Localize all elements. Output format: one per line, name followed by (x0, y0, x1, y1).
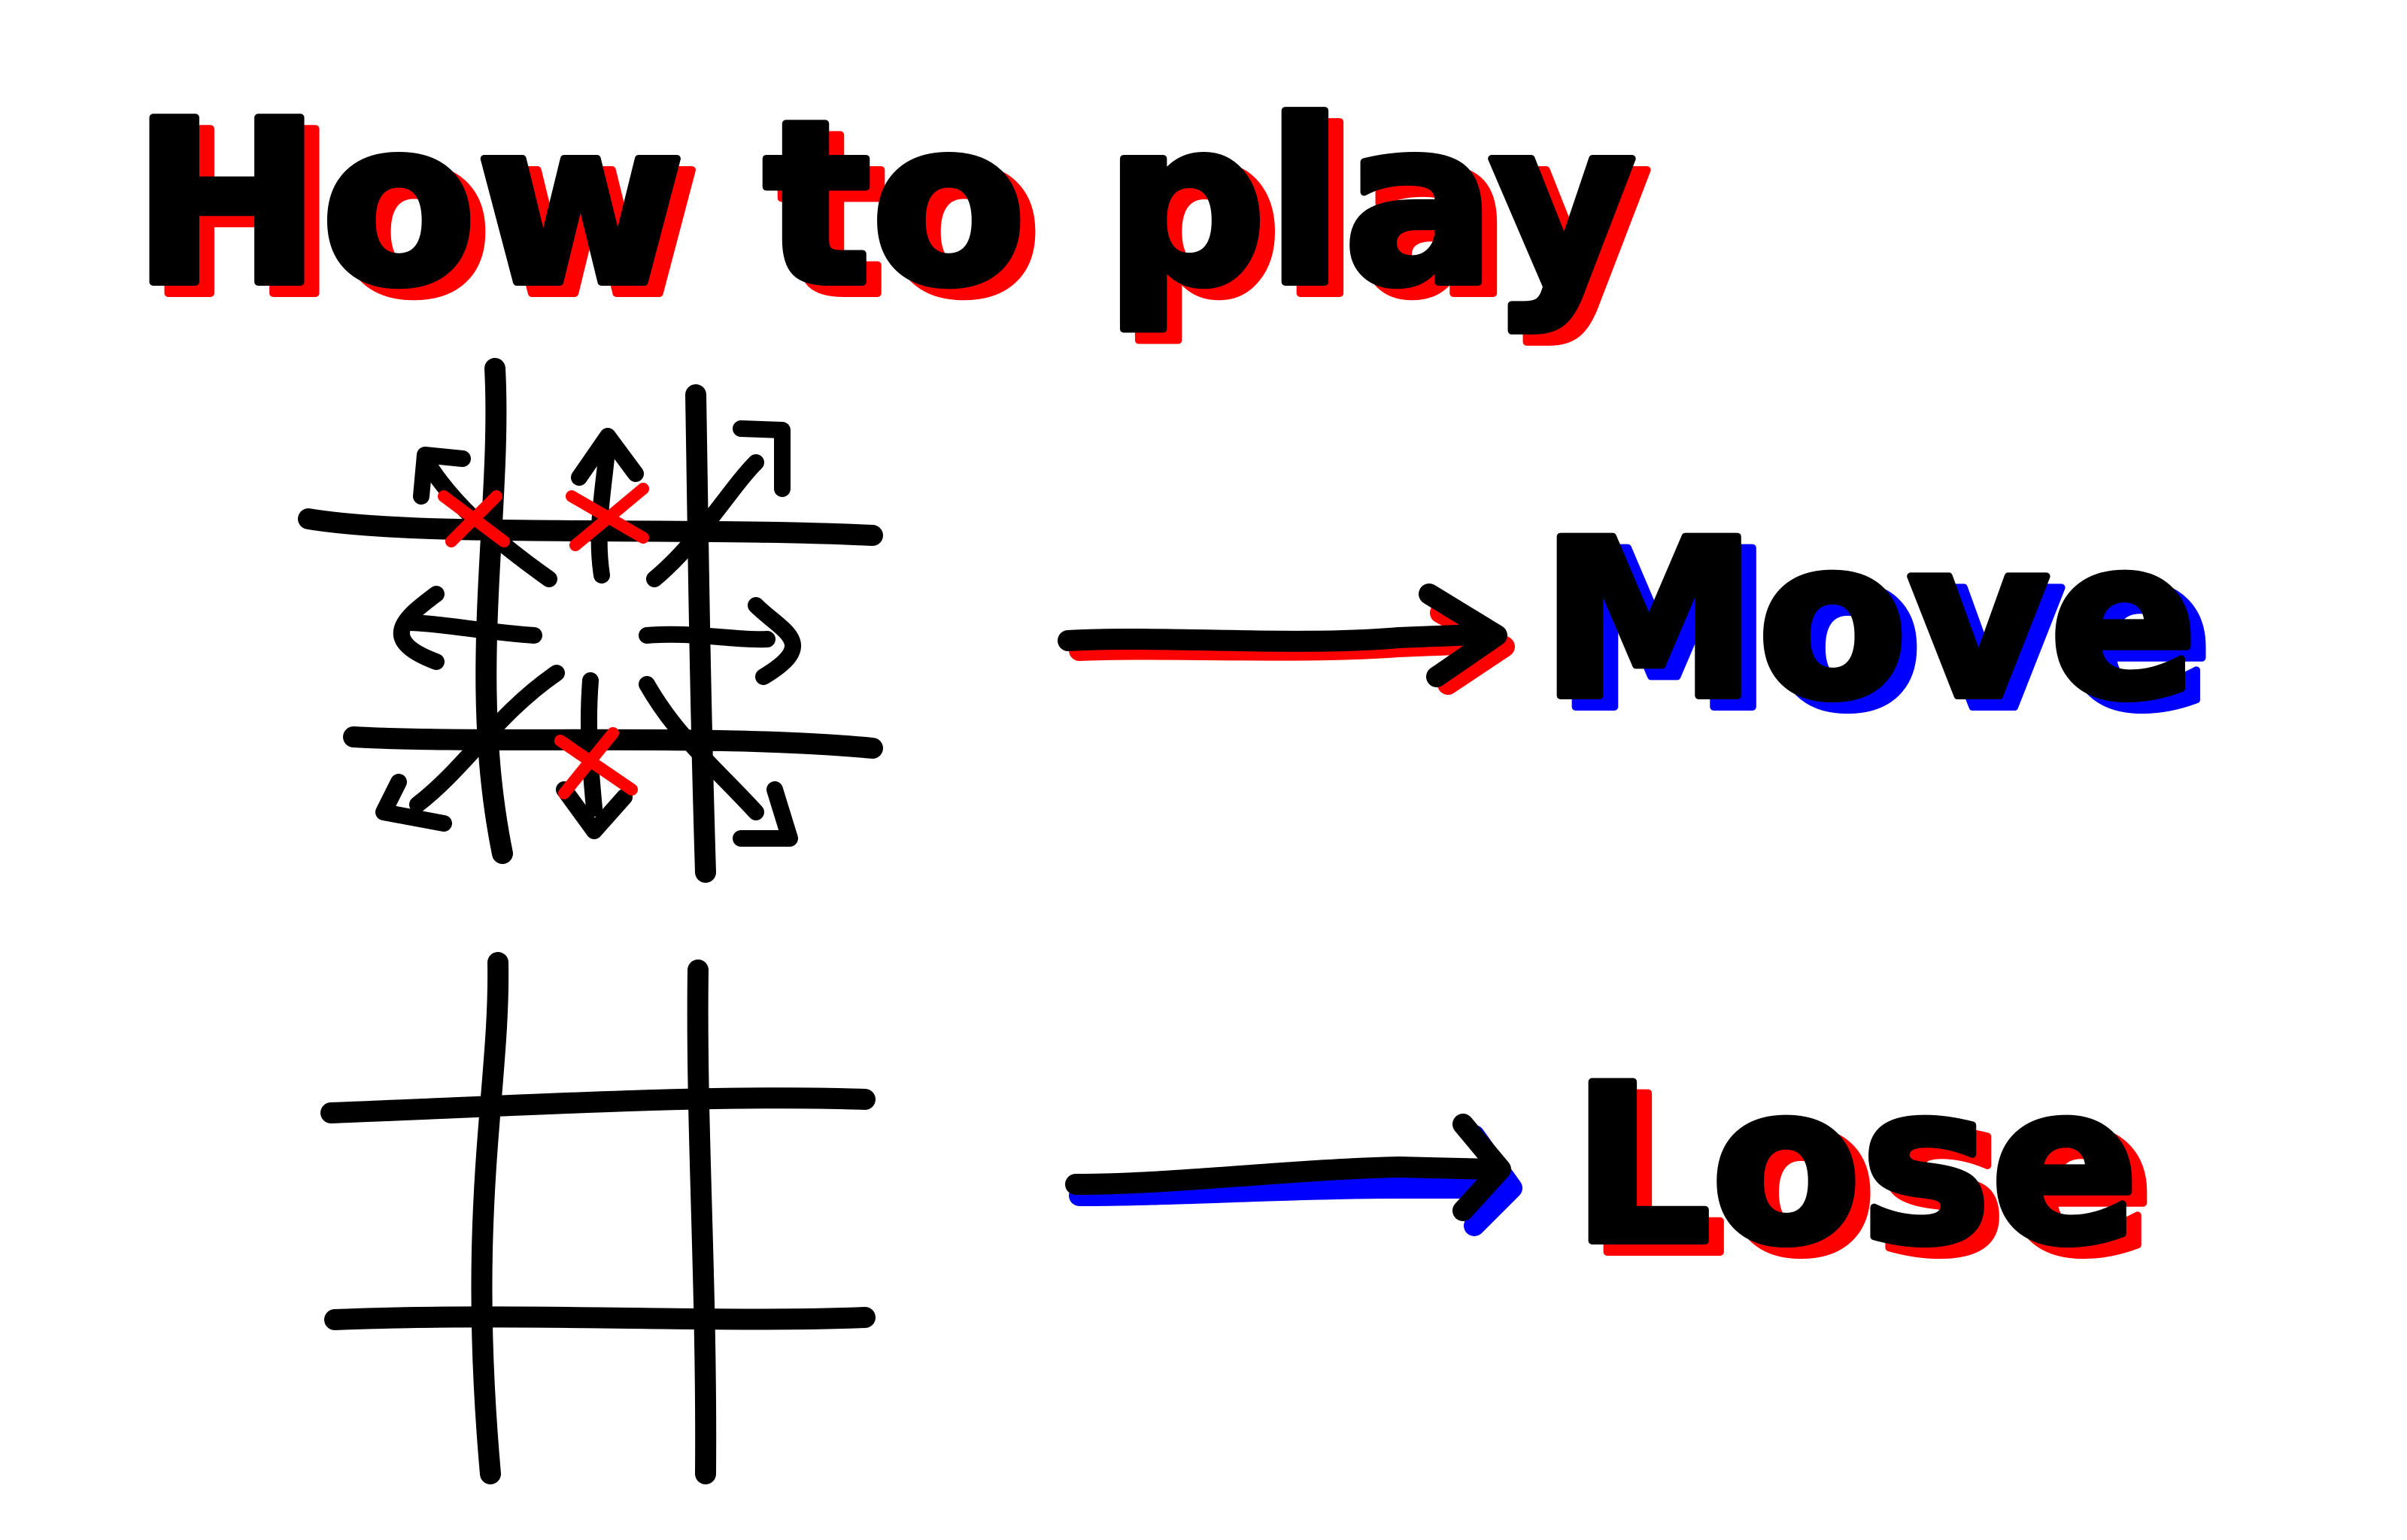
grid-line-vertical (687, 959, 717, 1484)
grid-line-horizontal (320, 1087, 876, 1123)
grid-line-vertical (685, 384, 716, 883)
lose-label-shadow: Lose (1587, 1050, 2154, 1304)
lose-rule: Lose Lose (1065, 1035, 2157, 1308)
arrow-down-icon (556, 672, 633, 839)
move-grid (298, 358, 883, 883)
move-label: Move (1540, 494, 2198, 747)
grid-line-horizontal (324, 1306, 876, 1330)
lose-arrow-shadow (1069, 1178, 1507, 1206)
move-arrow-head (1419, 584, 1507, 687)
x-mark-icon (566, 483, 649, 551)
move-rule: Move Move (1058, 490, 2217, 762)
page-title-shadow: How to play (147, 84, 1651, 347)
page-title: How to play How to play (129, 69, 1655, 350)
grid-line-horizontal (298, 508, 883, 546)
arrow-left-icon (393, 586, 542, 670)
arrow-right-icon (639, 597, 801, 685)
grid-line-vertical (475, 358, 513, 864)
page-title-text: How to play (132, 73, 1636, 335)
move-arrow-icon (1058, 623, 1504, 652)
grid-line-vertical (471, 952, 509, 1484)
move-label-shadow: Move (1556, 505, 2213, 759)
lose-grid (320, 952, 876, 1484)
arrow-up-right-icon (646, 420, 791, 587)
lose-arrow-icon (1065, 1157, 1504, 1195)
x-mark-icon (438, 490, 510, 547)
arrow-up-icon (571, 428, 644, 584)
arrow-down-right-icon (639, 676, 798, 847)
arrow-down-left-icon (375, 665, 565, 832)
lose-arrow-head (1452, 1114, 1511, 1221)
lose-label: Lose (1572, 1039, 2138, 1293)
x-mark-icon (554, 727, 638, 799)
